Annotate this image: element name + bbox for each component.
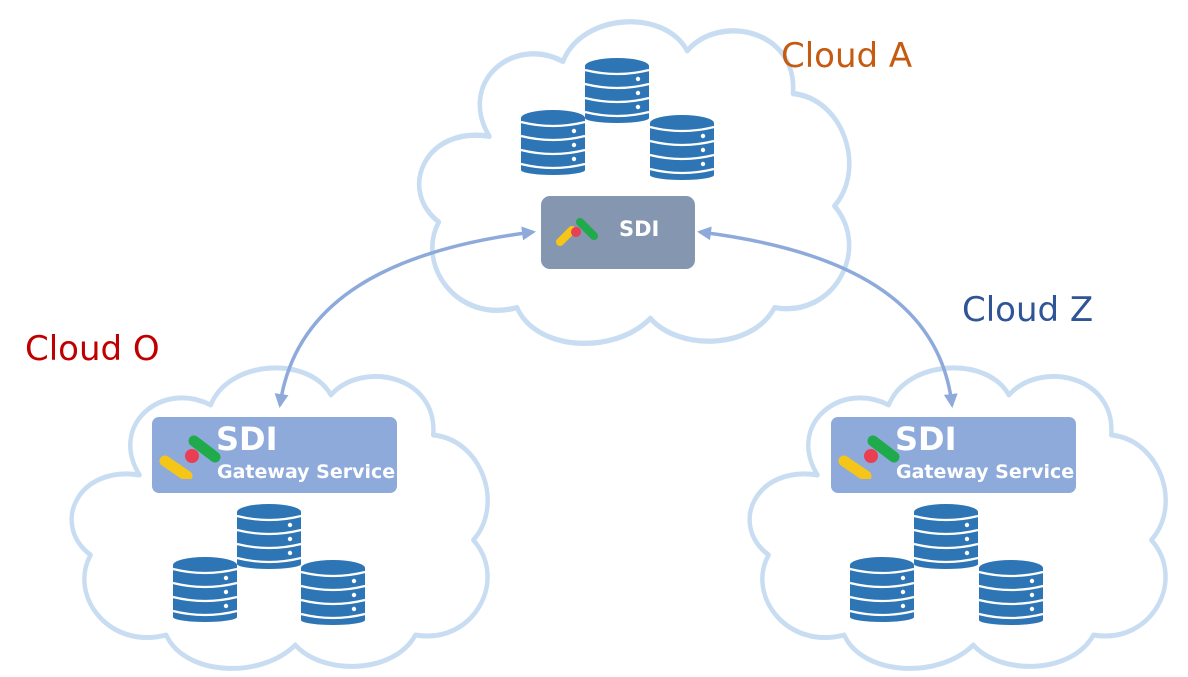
sdi-gateway-cloud-o: SDI Gateway Service (152, 417, 397, 493)
database-icon (519, 108, 587, 177)
sdi-gateway-cloud-z: SDI Gateway Service (831, 417, 1076, 493)
database-icon (977, 558, 1045, 627)
database-icon (171, 555, 239, 624)
sdi-logo-icon (556, 218, 598, 246)
sdi-node-cloud-a: SDI (541, 196, 695, 269)
database-icon (848, 555, 916, 624)
sdi-gateway-service-label: Gateway Service (896, 461, 1075, 483)
sdi-logo-icon (838, 435, 900, 479)
database-icon (648, 113, 716, 182)
cloud-z-label: Cloud Z (962, 290, 1094, 330)
sdi-logo-icon (159, 435, 221, 479)
cloud-a-label: Cloud A (781, 36, 913, 76)
sdi-gateway-title: SDI (895, 420, 957, 458)
sdi-gateway-title: SDI (216, 420, 278, 458)
cloud-o-label: Cloud O (25, 329, 160, 369)
arrow-cloud-a-to-cloud-z (697, 226, 958, 408)
database-icon (583, 56, 651, 125)
database-icon (912, 502, 980, 571)
arrow-cloud-a-to-cloud-o (274, 226, 536, 408)
sdi-gateway-service-label: Gateway Service (217, 461, 396, 483)
sdi-node-label: SDI (619, 217, 660, 241)
database-icon (299, 558, 367, 627)
database-icon (235, 502, 303, 571)
